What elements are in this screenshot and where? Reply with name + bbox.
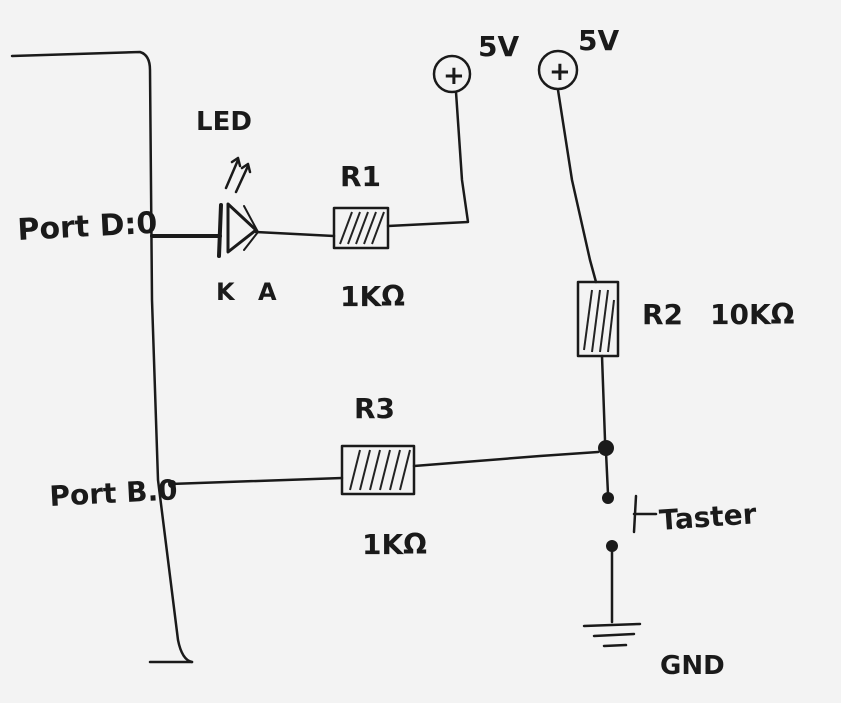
- supply-left-5v: [432, 54, 472, 94]
- led-label: LED: [196, 107, 252, 137]
- supply-right-symbol: +: [549, 57, 571, 87]
- r2-value-label: 10KΩ: [710, 298, 795, 331]
- resistor-r1: [332, 206, 390, 250]
- r2-name-label: R2: [642, 298, 683, 331]
- push-button-symbol: [602, 492, 658, 552]
- microcontroller-outline: [10, 50, 194, 664]
- supply-left-label: 5V: [478, 30, 519, 63]
- wire-r1-to-5v: [386, 90, 470, 228]
- supply-left-symbol: +: [443, 61, 465, 91]
- r1-name-label: R1: [340, 160, 381, 193]
- anode-label: A: [258, 278, 277, 306]
- port-d-label: Port D:0: [17, 206, 159, 248]
- junction-node: [598, 440, 614, 456]
- r3-value-label: 1KΩ: [362, 528, 427, 561]
- ground-symbol: [582, 622, 642, 648]
- supply-right-label: 5V: [578, 24, 619, 57]
- button-label: Taster: [658, 497, 757, 537]
- cathode-label: K: [216, 278, 236, 306]
- r3-name-label: R3: [354, 392, 395, 425]
- port-b-label: Port B.0: [49, 473, 179, 513]
- resistor-r3: [340, 444, 416, 496]
- led-symbol: [217, 156, 259, 258]
- resistor-r2: [576, 280, 620, 358]
- wire-portb-to-r3: [168, 476, 344, 486]
- r1-value-label: 1KΩ: [340, 280, 405, 313]
- ground-label: GND: [660, 651, 725, 681]
